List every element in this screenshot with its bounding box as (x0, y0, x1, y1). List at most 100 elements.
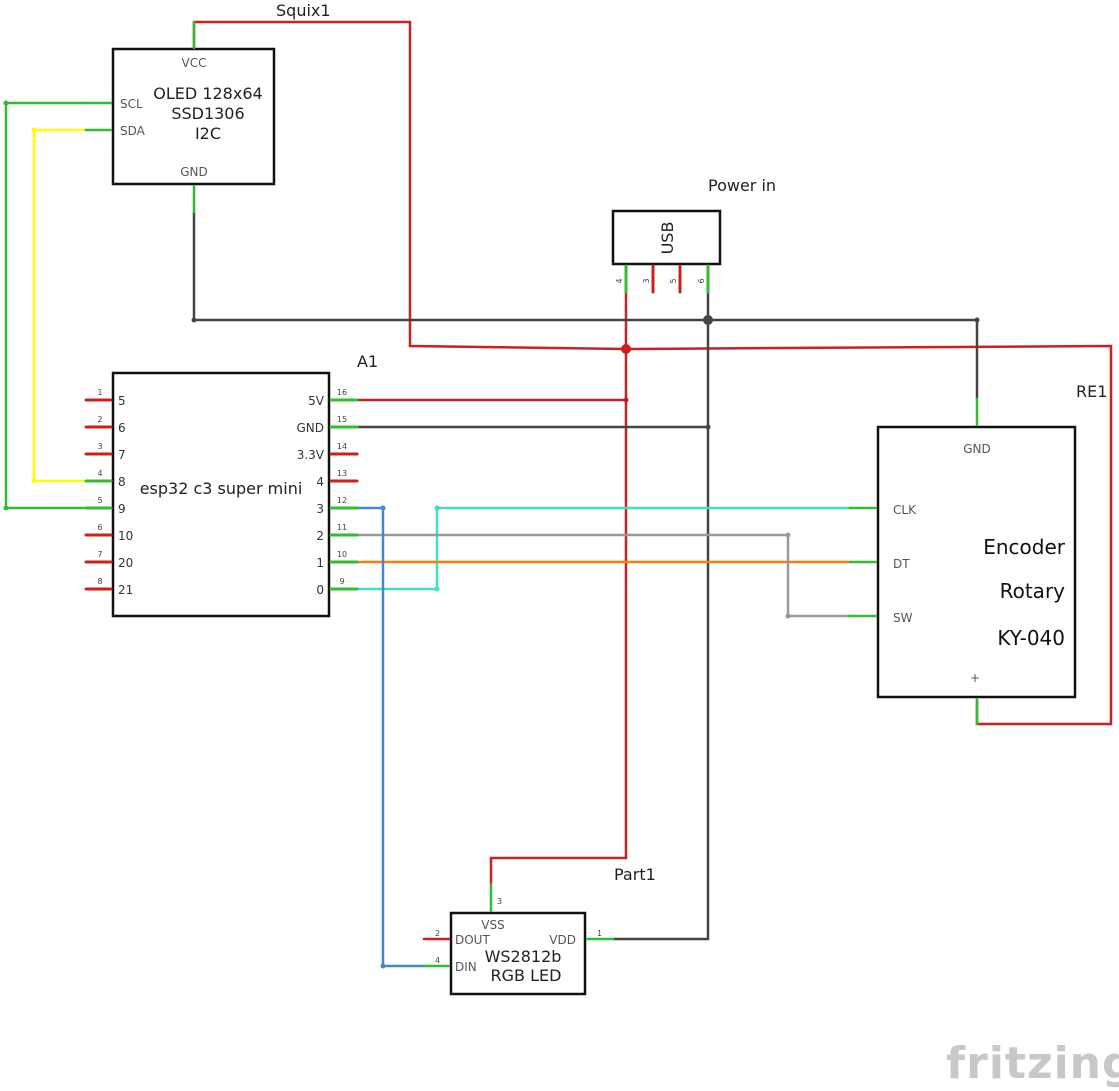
usb-pins: 4 3 5 6 (615, 264, 710, 294)
esp-pins: 1526374859610720821165V15GND143.3V134123… (84, 388, 359, 597)
esp-right-pin-10-num: 10 (337, 550, 347, 559)
esp-left-pin-1-label: 5 (118, 394, 126, 408)
esp-left-pin-5-label: 9 (118, 502, 126, 516)
led-pin-dout-label: DOUT (455, 933, 490, 947)
encoder-pin-dt-label: DT (893, 557, 910, 571)
wire-din[interactable] (355, 506, 426, 968)
led-ref: Part1 (614, 865, 656, 884)
esp-left-pin-2-num: 2 (97, 415, 102, 424)
led-module[interactable]: Part1 WS2812b RGB LED VSS VDD DOUT DIN 3… (422, 865, 656, 996)
esp-left-pin-4-num: 4 (97, 469, 102, 478)
junction-sda (31, 127, 37, 133)
junction-power-esp (623, 397, 629, 403)
esp-left-pin-2-label: 6 (118, 421, 126, 435)
usb-connector[interactable]: Power in USB 4 3 5 6 (611, 176, 776, 294)
esp-right-pin-16-num: 16 (337, 388, 347, 397)
led-pin-vdd-num: 1 (597, 929, 602, 938)
led-pin-din-label: DIN (455, 960, 477, 974)
esp-left-pin-8-label: 21 (118, 583, 133, 597)
oled-pin-gnd-label: GND (180, 165, 208, 179)
junction-scl-2 (3, 505, 9, 511)
wire-clk[interactable] (355, 506, 852, 591)
junction-clk (434, 505, 440, 511)
usb-label: USB (658, 222, 677, 255)
esp-ref: A1 (357, 352, 378, 371)
usb-body[interactable] (611, 209, 722, 266)
encoder-pin-clk-label: CLK (893, 503, 917, 517)
junction-sda-2 (31, 478, 37, 484)
esp-right-pin-15-label: GND (296, 421, 324, 435)
led-pin-vss-num: 3 (497, 897, 502, 906)
esp-right-pin-13-label: 4 (316, 475, 324, 489)
junction-gnd (703, 315, 713, 325)
wire-scl[interactable] (4, 101, 88, 510)
oled-pin-sda-label: SDA (120, 124, 146, 138)
usb-pin-3-num: 3 (642, 278, 651, 283)
esp-right-pin-9-label: 0 (316, 583, 324, 597)
esp-left-pin-3-num: 3 (97, 442, 102, 451)
esp32-module[interactable]: A1 esp32 c3 super mini 15263748596107208… (84, 352, 378, 618)
encoder-label-line2: Rotary (1000, 579, 1066, 603)
junction-sw (785, 532, 791, 538)
esp-right-pin-12-num: 12 (337, 496, 347, 505)
esp-right-pin-11-num: 11 (337, 523, 347, 532)
esp-right-pin-14-num: 14 (337, 442, 347, 451)
wire-sda[interactable] (32, 128, 88, 483)
encoder-ref: RE1 (1076, 382, 1107, 401)
encoder-pin-plus-label: + (970, 671, 980, 685)
junction-scl (3, 100, 9, 106)
esp-right-pin-13-num: 13 (337, 469, 347, 478)
encoder-module[interactable]: RE1 GND CLK DT SW + Encoder Rotary KY-04… (848, 382, 1107, 726)
esp-right-pin-9-num: 9 (339, 577, 344, 586)
junction-gnd-esp (705, 424, 711, 430)
oled-ref: Squix1 (276, 1, 331, 20)
esp-left-pin-8-num: 8 (97, 577, 102, 586)
esp-left-pin-6-label: 10 (118, 529, 133, 543)
esp-left-pin-1-num: 1 (97, 388, 102, 397)
wire-sw[interactable] (355, 533, 852, 618)
encoder-pin-sw-label: SW (893, 611, 913, 625)
esp-label: esp32 c3 super mini (140, 479, 303, 498)
encoder-body[interactable] (876, 425, 1077, 699)
esp-right-pin-14-label: 3.3V (297, 448, 325, 462)
esp-right-pin-12-label: 3 (316, 502, 324, 516)
fritzing-logo: fritzing (946, 1038, 1119, 1089)
usb-pin-5-num: 5 (669, 278, 678, 283)
led-body[interactable] (449, 911, 587, 996)
junction-din (380, 505, 386, 511)
usb-pin-4-num: 4 (615, 278, 624, 283)
led-pin-dout-num: 2 (435, 929, 440, 938)
oled-pin-scl-label: SCL (120, 97, 143, 111)
esp-right-pin-15-num: 15 (337, 415, 347, 424)
junction-sw-2 (785, 613, 791, 619)
esp-left-pin-7-label: 20 (118, 556, 133, 570)
led-pin-vss-label: VSS (481, 918, 504, 932)
junctions (3, 100, 980, 969)
esp-right-pin-11-label: 2 (316, 529, 324, 543)
wire-power-led[interactable] (489, 347, 628, 886)
led-pin-din-num: 4 (435, 956, 440, 965)
led-label-line1: WS2812b (485, 947, 562, 966)
esp-body[interactable] (111, 371, 331, 618)
oled-label-line3: I2C (195, 124, 221, 143)
junction-gnd-right (974, 317, 980, 323)
junction-din-2 (380, 963, 386, 969)
oled-label-line2: SSD1306 (171, 104, 244, 123)
oled-label-line1: OLED 128x64 (153, 84, 262, 103)
wire-gnd-encoder[interactable] (706, 318, 979, 400)
junction-clk-2 (434, 586, 440, 592)
junction-power (621, 344, 631, 354)
oled-module[interactable]: Squix1 OLED 128x64 SSD1306 I2C VCC GND S… (84, 1, 331, 214)
esp-left-pin-4-label: 8 (118, 475, 126, 489)
junction-gnd-left (191, 317, 197, 323)
encoder-label-line1: Encoder (983, 535, 1066, 559)
esp-left-pin-5-num: 5 (97, 496, 102, 505)
oled-body[interactable] (111, 47, 276, 186)
usb-title: Power in (708, 176, 776, 195)
esp-left-pin-7-num: 7 (97, 550, 102, 559)
led-label-line2: RGB LED (491, 966, 562, 985)
encoder-label-line3: KY-040 (997, 626, 1065, 650)
oled-pin-vcc-label: VCC (182, 56, 207, 70)
usb-pin-6-num: 6 (697, 278, 706, 283)
